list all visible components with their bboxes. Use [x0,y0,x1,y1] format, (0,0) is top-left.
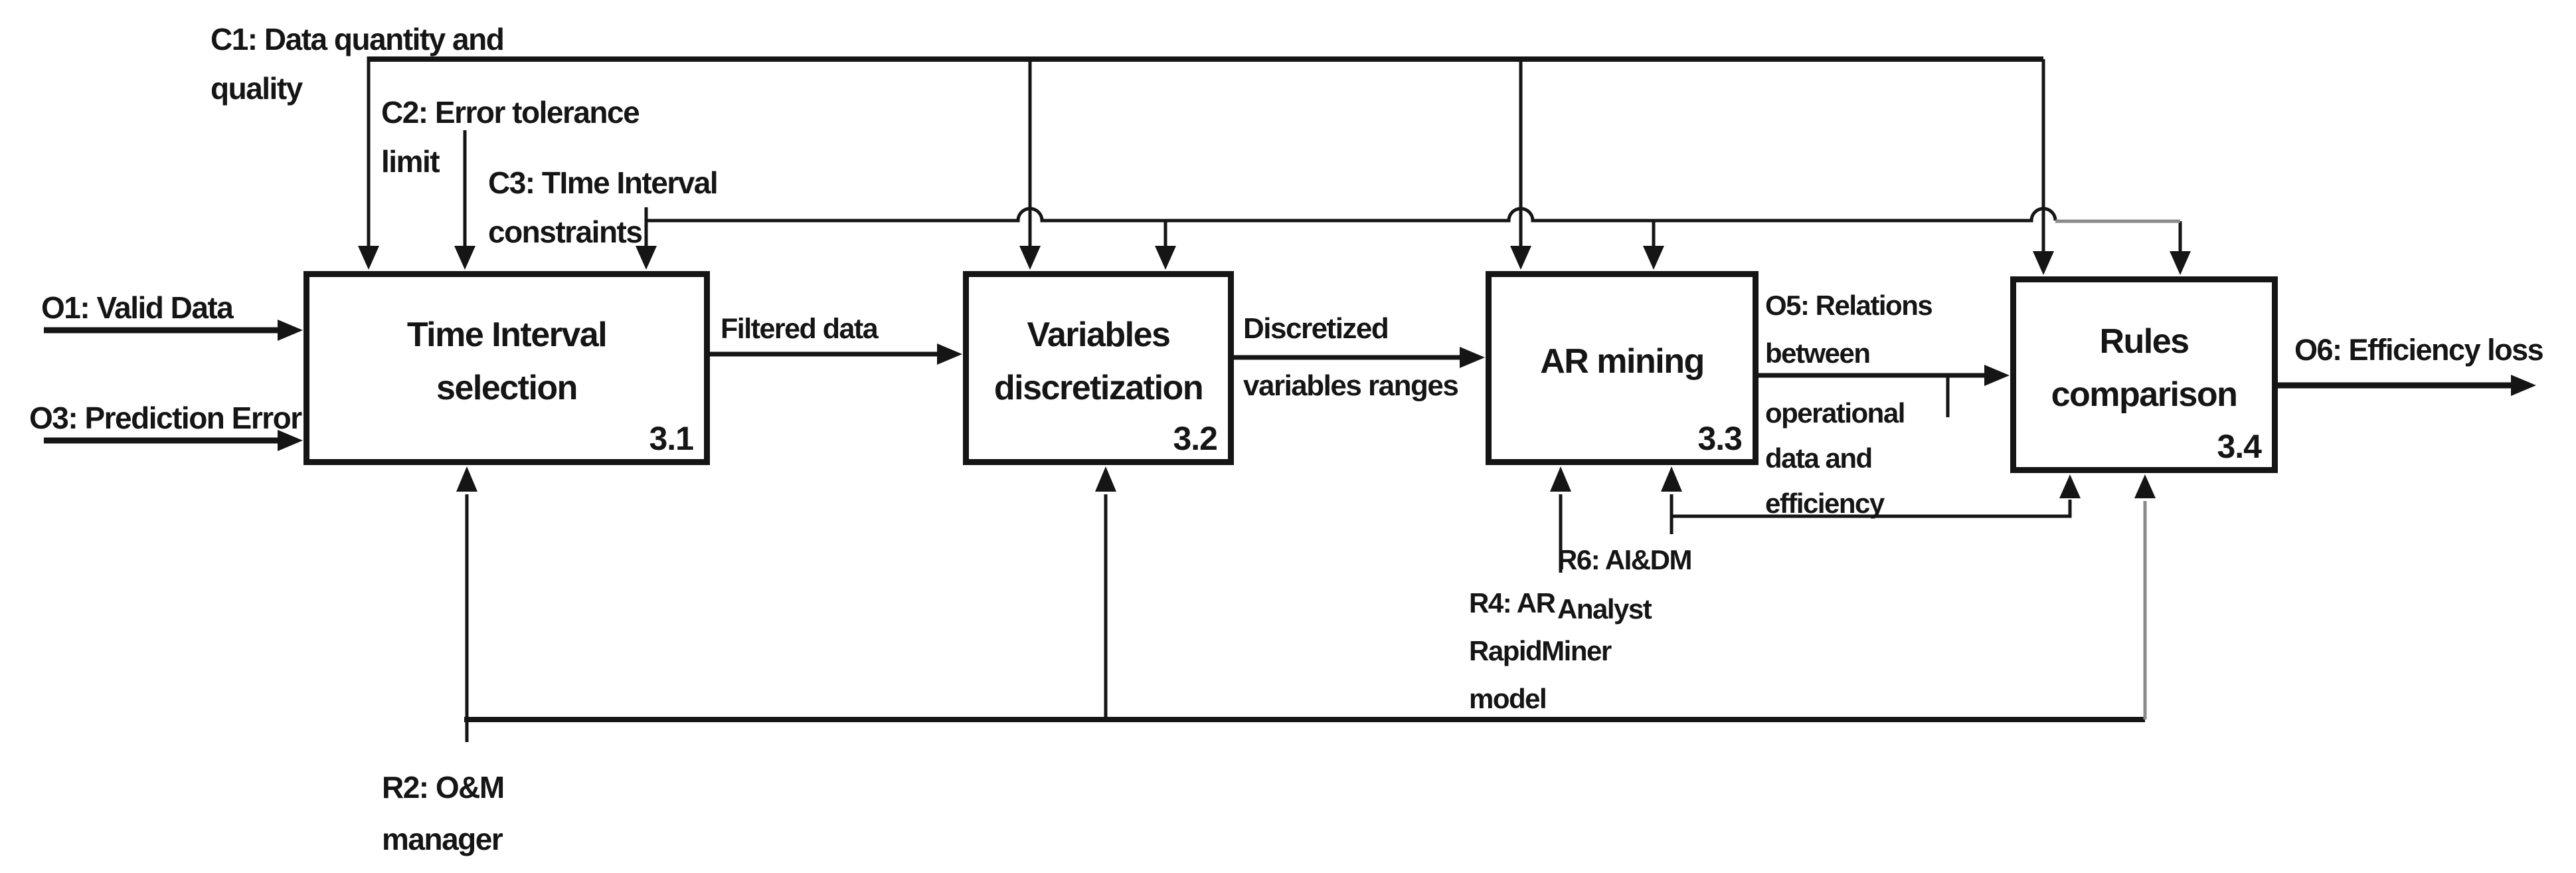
r6-branch-box4 [1672,500,2072,518]
label-line: Discretized [1243,312,1389,345]
label-line: O5: Relations [1765,290,1933,321]
label-c1-data-quantity: C1: Data quantity and quality [211,15,505,113]
arrowhead-r6-box4 [2059,474,2081,498]
arrowhead-r4-box3 [1550,466,1571,492]
label-line: C2: Error tolerance [381,95,640,130]
box-title: Time Interval selection [406,308,608,415]
arrowhead-c1-box3 [1510,246,1531,270]
label-line: Analyst [1557,593,1652,625]
label-r2-om-manager: R2: O&M manager [382,761,505,865]
process-box-rules-comparison: Rules comparison 3.4 [2010,276,2278,473]
label-line: model [1469,683,1547,714]
label-line: between [1765,338,1871,369]
box-title: Rules comparison [2051,315,2238,421]
arrowhead-filtered-data [937,343,962,365]
label-discretized-line1: Discretized [1243,312,1389,345]
label-line: quality [211,71,303,106]
box-number: 3.3 [1697,420,1743,457]
label-o5-relations-lower: operational data and efficiency [1765,391,1905,526]
label-line: O6: Efficiency loss [2294,333,2544,367]
box-title-line: Variables [1027,316,1171,354]
box-title-line: Rules [2099,322,2190,361]
arrowhead-c3-box4 [2170,251,2191,275]
arrowhead-o6 [2511,375,2536,396]
arrowhead-r2-box1 [456,466,477,492]
arrowhead-c2-box1 [454,246,475,270]
label-line: constraints [488,215,643,249]
arrowhead-c1-box2 [1019,246,1041,270]
arrowhead-discretized [1460,347,1485,368]
arrowhead-o5 [1984,365,2010,386]
label-line: O1: Valid Data [41,290,234,325]
arrowhead-c3-box3 [1643,246,1664,270]
label-discretized-line2: variables ranges [1243,369,1459,403]
box-number: 3.1 [649,420,694,457]
arrowhead-r2-box2 [1095,466,1116,492]
box-title-line: AR mining [1540,342,1705,381]
box-title: AR mining [1540,335,1705,388]
label-line: R2: O&M [382,770,505,805]
label-line: R4: AR [1469,587,1556,619]
label-filtered-data: Filtered data [721,312,879,345]
label-line: efficiency [1765,488,1885,519]
arrowhead-c1-box4 [2033,251,2054,275]
label-line: O3: Prediction Error [29,401,302,435]
label-c2-error-tolerance: C2: Error tolerance limit [381,88,640,186]
arrowhead-r2-box4 [2134,474,2156,498]
label-line: C3: TIme Interval [488,165,719,200]
arrowhead-o3 [278,430,303,451]
arrowhead-c3-box2 [1155,246,1176,270]
arrowhead-c3-box1 [636,246,657,270]
arrowhead-c1-box1 [358,246,379,270]
label-line: operational [1765,397,1905,429]
arrowhead-o1 [278,320,303,341]
box-title-line: comparison [2051,375,2238,414]
box-title-line: selection [436,369,578,407]
label-line: Filtered data [721,313,879,345]
label-line: data and [1765,442,1873,474]
box-title-line: Time Interval [406,316,608,354]
label-r6-aidm-analyst: R6: AI&DM Analyst [1557,535,1692,634]
label-line: limit [381,144,440,179]
label-o3-prediction-error: O3: Prediction Error [29,401,302,435]
label-line: C1: Data quantity and [211,22,505,56]
arrowhead-r6-box3 [1661,466,1682,492]
label-r4-ar-rapidminer-model: R4: AR RapidMiner model [1469,579,1612,723]
label-o5-relations-upper: O5: Relations between [1765,282,1933,377]
label-line: RapidMiner [1469,635,1612,666]
label-line: R6: AI&DM [1557,544,1692,575]
box-number: 3.4 [2217,428,2262,465]
box-title: Variables discretization [993,308,1204,415]
process-box-ar-mining: AR mining 3.3 [1486,271,1759,465]
label-line: manager [382,822,503,856]
process-box-variables-discretization: Variables discretization 3.2 [963,271,1234,465]
label-o6-efficiency-loss: O6: Efficiency loss [2294,333,2544,367]
c3-control-line-horizontal-with-hops [646,207,2057,223]
label-line: variables ranges [1243,369,1459,402]
label-o1-valid-data: O1: Valid Data [41,290,234,325]
box-number: 3.2 [1173,420,1218,457]
process-box-time-interval-selection: Time Interval selection 3.1 [303,271,710,465]
box-title-line: discretization [993,369,1204,407]
label-c3-time-interval-constraints: C3: TIme Interval constraints [488,158,719,256]
